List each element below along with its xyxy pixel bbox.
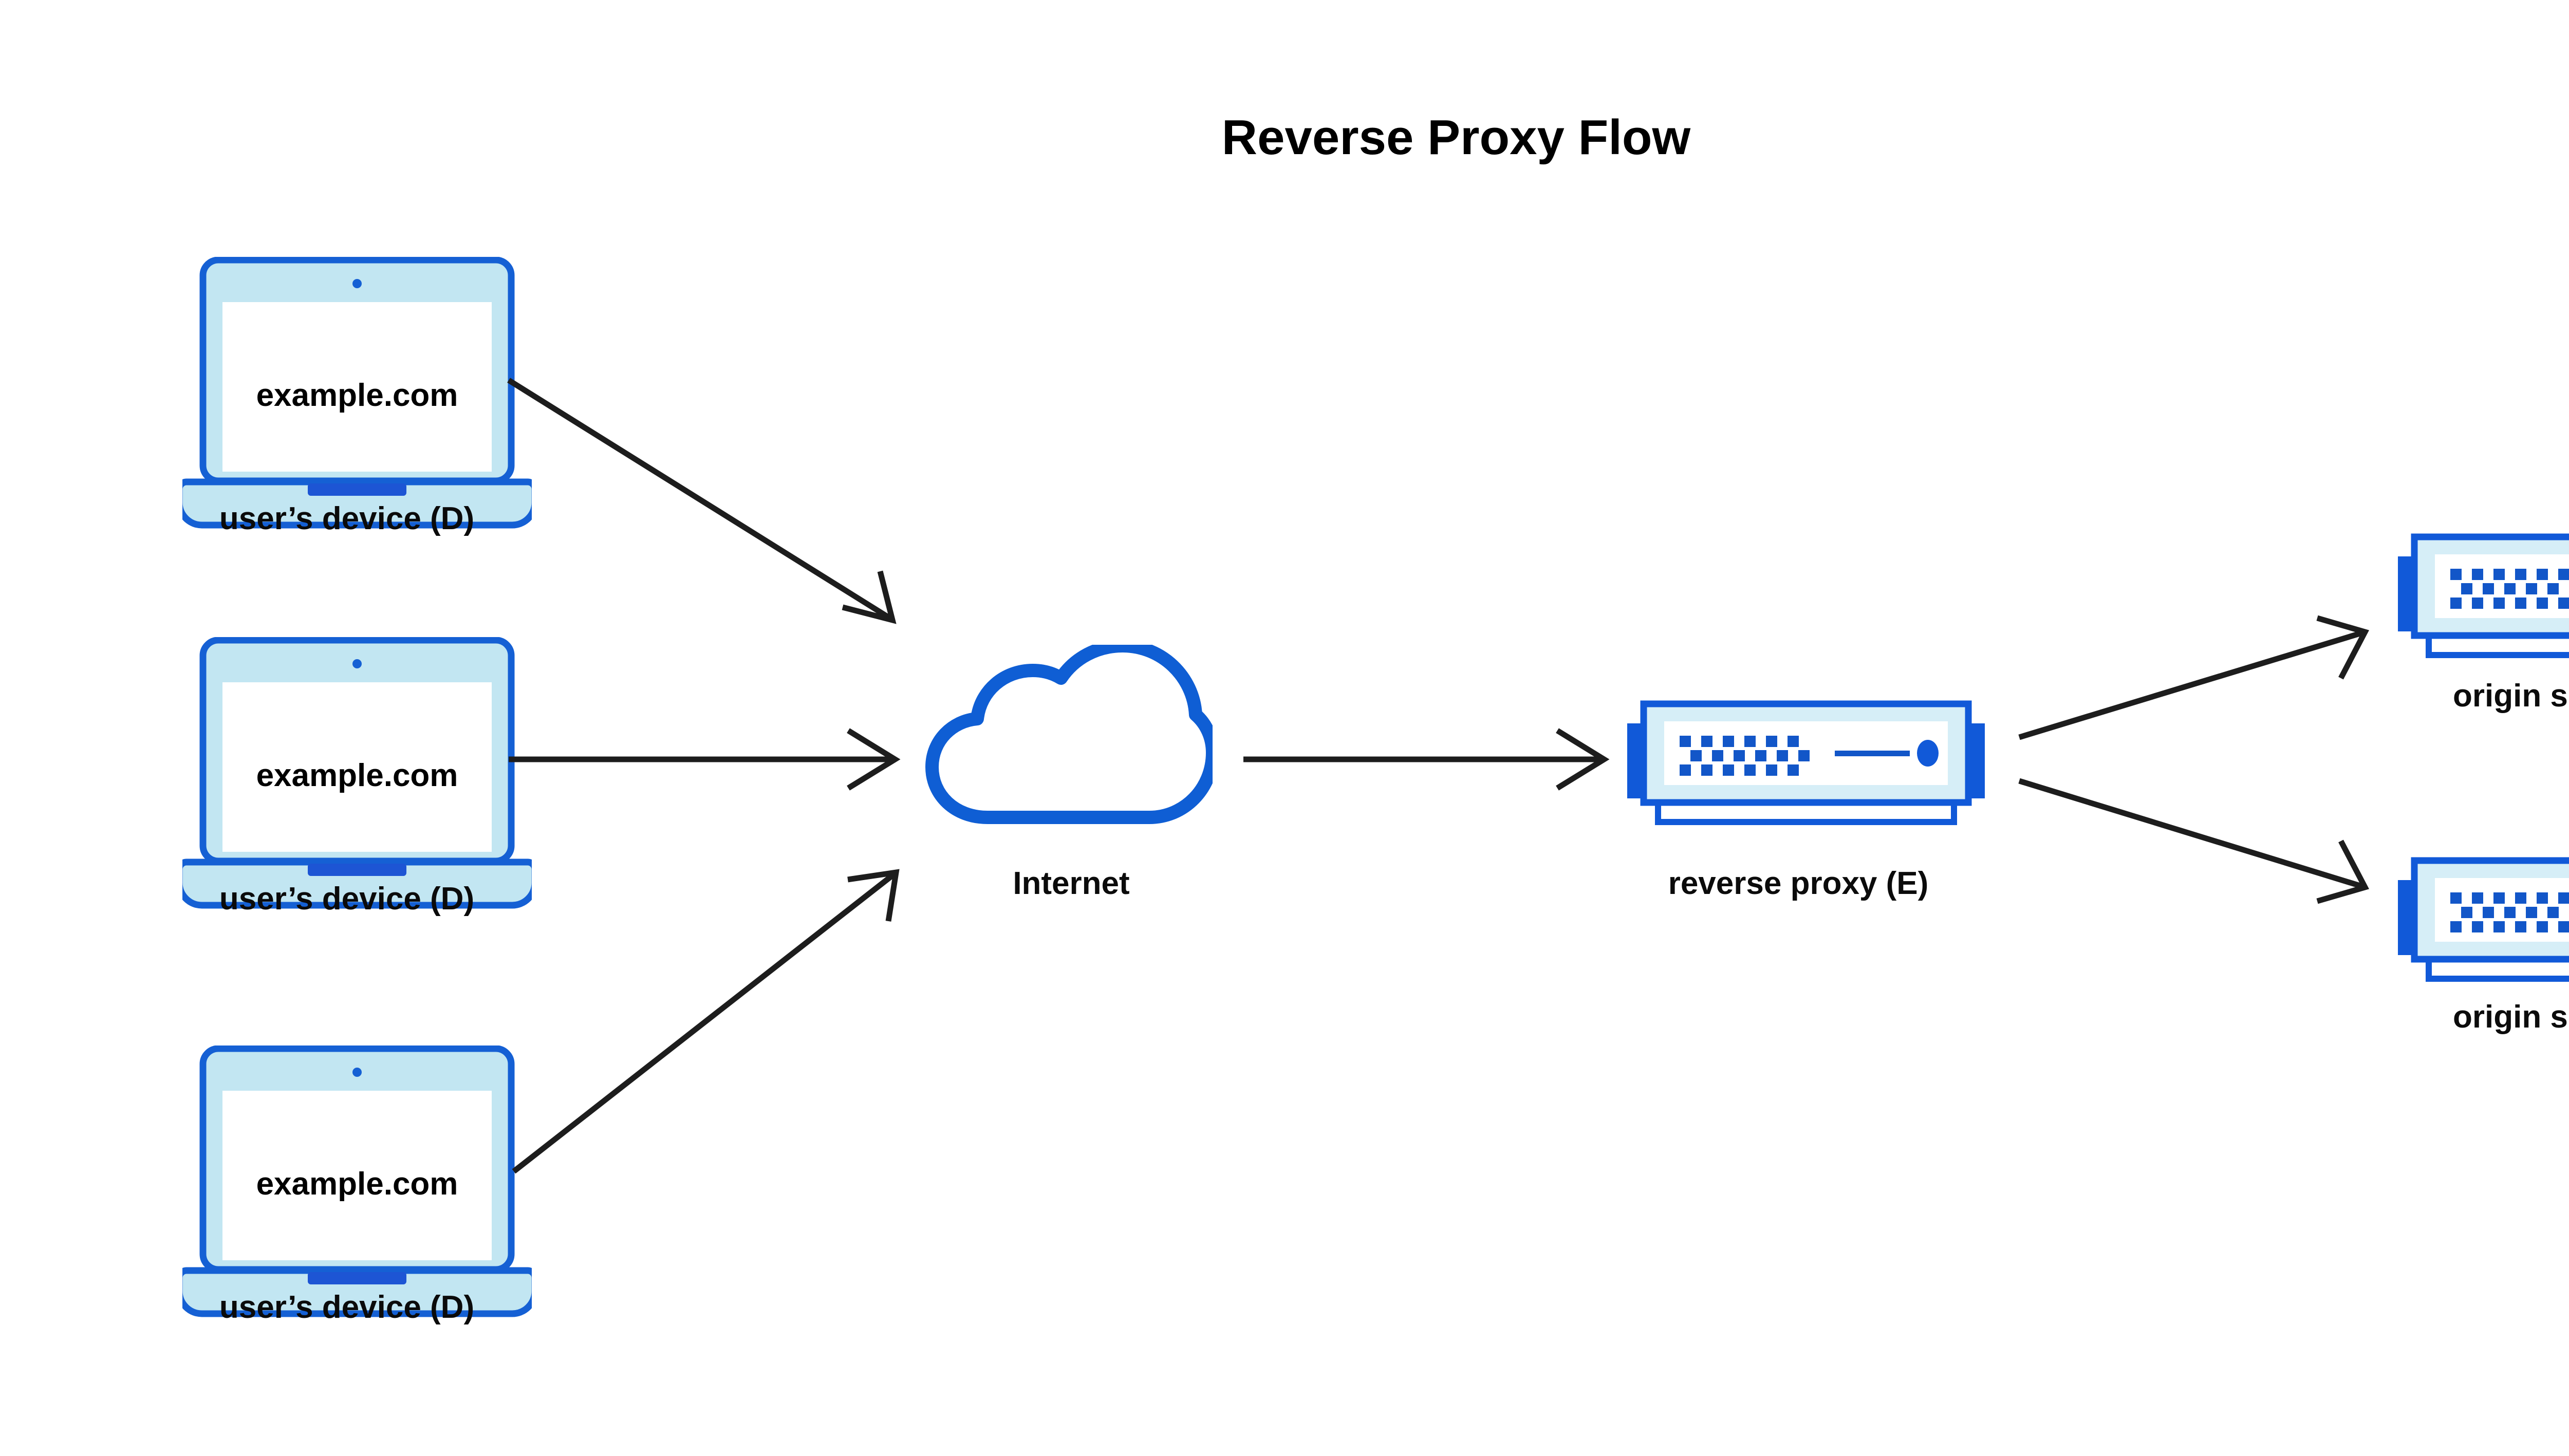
origin-server-label: origin server (F) [2453, 999, 2569, 1035]
device-screen-text: example.com [256, 378, 458, 413]
server-icon [2398, 537, 2569, 655]
device-label: user’s device (D) [219, 1290, 474, 1325]
node-internet-cloud[interactable]: Internet [932, 646, 1213, 901]
arrow-icon-device-bottom-to-internet [512, 869, 900, 1174]
arrow-icon-device-middle-to-internet [509, 728, 901, 791]
cloud-label: Internet [1013, 866, 1129, 901]
node-device-middle[interactable]: example.com user’s device (D) [179, 640, 535, 917]
cloud-icon [932, 646, 1213, 818]
node-reverse-proxy[interactable]: reverse proxy (E) [1627, 704, 1985, 901]
page-title: Reverse Proxy Flow [1222, 110, 1691, 165]
device-label: user’s device (D) [219, 881, 474, 917]
connection-arrows [507, 378, 2369, 1174]
server-icon [1627, 704, 1985, 822]
node-device-bottom[interactable]: example.com user’s device (D) [179, 1049, 535, 1325]
device-screen-text: example.com [256, 1166, 458, 1202]
arrow-icon-reverse-proxy-to-origin-top [2018, 615, 2369, 740]
origin-server-label: origin server (F) [2453, 678, 2569, 714]
arrow-icon-internet-to-reverse-proxy [1243, 728, 1610, 791]
node-device-top[interactable]: example.com user’s device (D) [179, 260, 535, 536]
device-screen-text: example.com [256, 758, 458, 793]
server-icon [2398, 861, 2569, 979]
device-label: user’s device (D) [219, 501, 474, 536]
node-origin-server-top[interactable]: origin server (F) [2398, 537, 2569, 714]
reverse-proxy-label: reverse proxy (E) [1668, 866, 1929, 901]
arrow-icon-device-top-to-internet [507, 378, 897, 624]
arrow-icon-reverse-proxy-to-origin-bottom [2018, 778, 2369, 904]
node-origin-server-bottom[interactable]: origin server (F) [2398, 861, 2569, 1035]
